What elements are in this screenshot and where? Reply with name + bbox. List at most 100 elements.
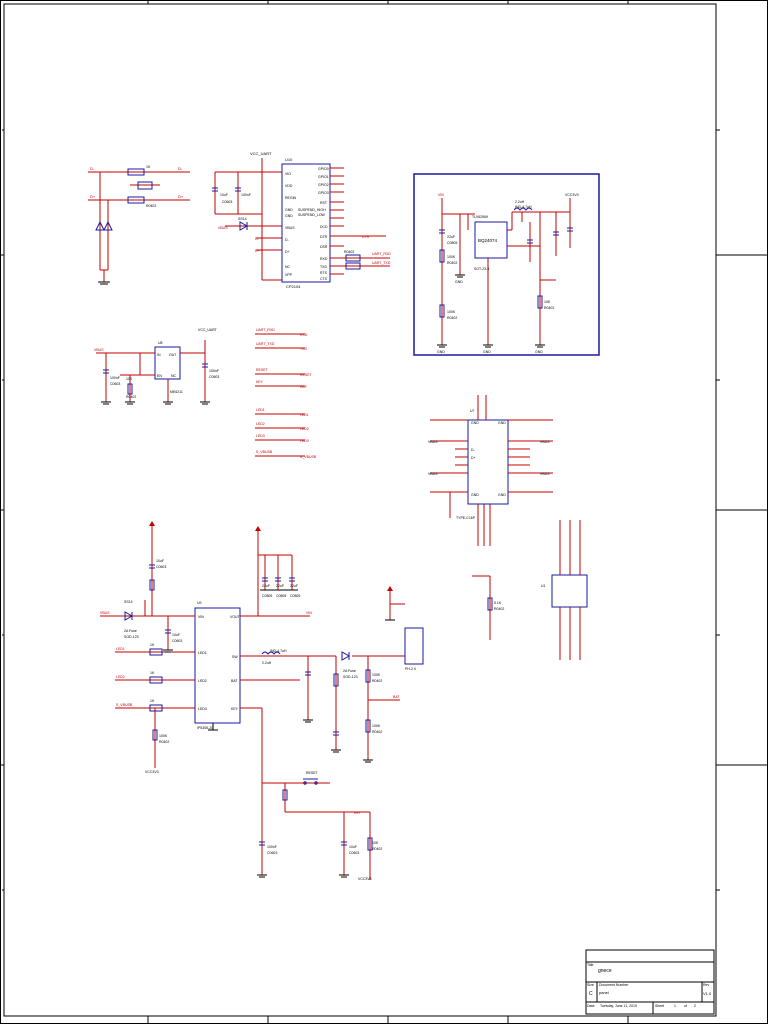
stub-led1-right: LED1 — [300, 413, 309, 417]
u9-r-led1: 1K — [150, 643, 155, 647]
u9-pin-led1: LED1 — [198, 651, 207, 655]
u10-pin-vdd: VDD — [285, 184, 293, 188]
u10-pin-dcd: DCD — [320, 225, 328, 229]
u10-pin-cts: CTS — [320, 277, 328, 281]
u10-pin-gnd-b: GND — [285, 214, 293, 218]
title-block-rev-label: Rev — [703, 983, 710, 987]
u9-r-key: 10K — [372, 841, 379, 845]
stub-led3-right: LED3 — [300, 439, 309, 443]
u10-dp-net: D+ — [255, 249, 260, 253]
u1-block: U1 — [541, 520, 588, 660]
u7-gnd-b: GND — [498, 421, 506, 425]
reg-r3-pkg: R0402 — [544, 306, 554, 310]
u8-pin-en: EN — [157, 374, 162, 378]
usb-esd-block: D- D+ D- D+ 1K R0402 — [88, 165, 190, 285]
u10-pin-susp-low: SUSPEND_LOW — [298, 213, 326, 217]
u8-pin-nc: NC — [171, 374, 177, 378]
ip5306-block: U9 IP5306-2C VIN LED1 LED2 LED3 VOUT SW … — [100, 521, 424, 881]
u9-reset-sw: RESET — [306, 771, 319, 775]
u9-c-key2: 10uF — [349, 845, 357, 849]
u10-pin-vpp: VPP — [285, 273, 293, 277]
u9-r-led2: 1K — [150, 671, 155, 675]
stub-led2-left: LED2 — [256, 422, 265, 426]
u8-r-pkg: R0402 — [126, 395, 136, 399]
u7-vbus-b: VBUS — [428, 472, 438, 476]
net-stubs-block: UART_RXD RXD UART_TXD TXD RESET RESET KE… — [255, 328, 317, 459]
u7-dp: D+ — [471, 456, 476, 460]
stub-vbus-right: S_VBUSB — [300, 455, 317, 459]
reg-ic-pkg: SOT-23-5 — [474, 267, 489, 271]
u10-pin-gpio1: GPIO1 — [318, 175, 329, 179]
u9-ref: U9 — [197, 601, 202, 605]
u10-pin-vbus: VBUS — [285, 226, 295, 230]
u9-r-divider2-pkg: R0402 — [372, 730, 382, 734]
u9-c-key: 100nF — [267, 845, 277, 849]
u10-pin-gpio2: GPIO2 — [318, 183, 329, 187]
title-block-sheet: 1 — [674, 1004, 676, 1008]
stub-led2-right: LED2 — [300, 427, 309, 431]
stub-key-left: KEY — [256, 380, 264, 384]
regulator-box — [413, 173, 600, 356]
u9-cout-pkg1: C0805 — [262, 594, 272, 598]
u7-vbus-c: VBUS — [540, 440, 550, 444]
u7-ref: U7 — [470, 409, 475, 413]
usb-dp-label: D+ — [90, 194, 96, 199]
stub-reset-right: RESET — [300, 373, 313, 377]
u9-pin-led3: LED3 — [198, 707, 207, 711]
u8-cap-pkg: C0603 — [110, 382, 120, 386]
u9-pin-vin: VIN — [198, 615, 204, 619]
usb-dn-out-label: D- — [178, 166, 183, 171]
stub-led3-left: LED3 — [256, 434, 265, 438]
reg-cin-pkg: C0805 — [447, 241, 457, 245]
title-block-date-label: Date: — [587, 1004, 596, 1008]
reg-r1-pkg: R0402 — [447, 261, 457, 265]
u9-fuse: 2A Fuse — [124, 629, 137, 633]
u8-vcc-uart: VCC_UART — [198, 328, 218, 332]
u9-fuse2: 2A Fuse — [343, 669, 356, 673]
u9-pin-sw: SW — [232, 655, 238, 659]
u9-r-key-pkg: R0402 — [372, 847, 382, 851]
u9-pin-led2: LED2 — [198, 679, 207, 683]
u9-r-led3: 1K — [150, 699, 155, 703]
u9-cout2: 22uF — [276, 584, 284, 588]
u9-bat-conn: PH-2.0 — [405, 667, 416, 671]
reg-inductor: 2.2uH — [515, 200, 525, 204]
u7-vbus-d: VBUS — [540, 472, 550, 476]
reg-ic-ref: TLV62569 — [472, 215, 488, 219]
esd-r-pkg: R0402 — [146, 204, 156, 208]
reg-r2-pkg: R0402 — [447, 316, 457, 320]
reg-gnd2: GND — [483, 350, 491, 354]
stub-vbus-left: S_VBUSB — [256, 450, 273, 454]
title-block-rev: V1.0 — [703, 991, 712, 996]
reg-r2: 100K — [447, 310, 456, 314]
u9-cout-pkg2: C0805 — [276, 594, 286, 598]
reg-vin-net: VIN — [438, 193, 444, 197]
u10-pin-vio: VIO — [285, 172, 291, 176]
title-block-date: Tuesday, June 11, 2019 — [600, 1004, 637, 1008]
pullup-block: 5.1K R0402 — [472, 575, 504, 640]
u8-vin-net: VBUS — [94, 348, 104, 352]
usb-typec-block: U7 TYPE-C16P VBUS VBUS VBUS VBUS GND GND… — [428, 395, 553, 546]
u7-dn: D- — [471, 448, 476, 452]
title-block-doc-label: Document Number — [599, 983, 629, 987]
u1-ref: U1 — [541, 584, 546, 588]
u9-inductor-pkg: IND-4.7uH — [270, 649, 287, 653]
u10-pin-regin: REGIN — [285, 196, 297, 200]
reg-r3: 10K — [544, 300, 551, 304]
u10-vbus-net: VBUS — [218, 226, 228, 230]
u10-dtr-net: DTR — [362, 235, 370, 239]
u7-value: TYPE-C16P — [456, 516, 476, 520]
u9-cin: 10uF — [156, 559, 164, 563]
reg-gnd1: GND — [437, 350, 445, 354]
u7-gnd-d: GND — [498, 493, 506, 497]
stub-rxd-left: UART_RXD — [256, 328, 275, 332]
u9-value: IP5306-2C — [197, 726, 214, 730]
reg-cin: 22uF — [447, 235, 455, 239]
stub-rxd-right: RXD — [300, 333, 308, 337]
u9-fuse2-pkg: SOD-123 — [343, 675, 358, 679]
u9-vbus-net: VBUS — [100, 611, 110, 615]
u9-led1-net: LED1 — [116, 647, 125, 651]
u9-pin-key: KEY — [231, 707, 239, 711]
